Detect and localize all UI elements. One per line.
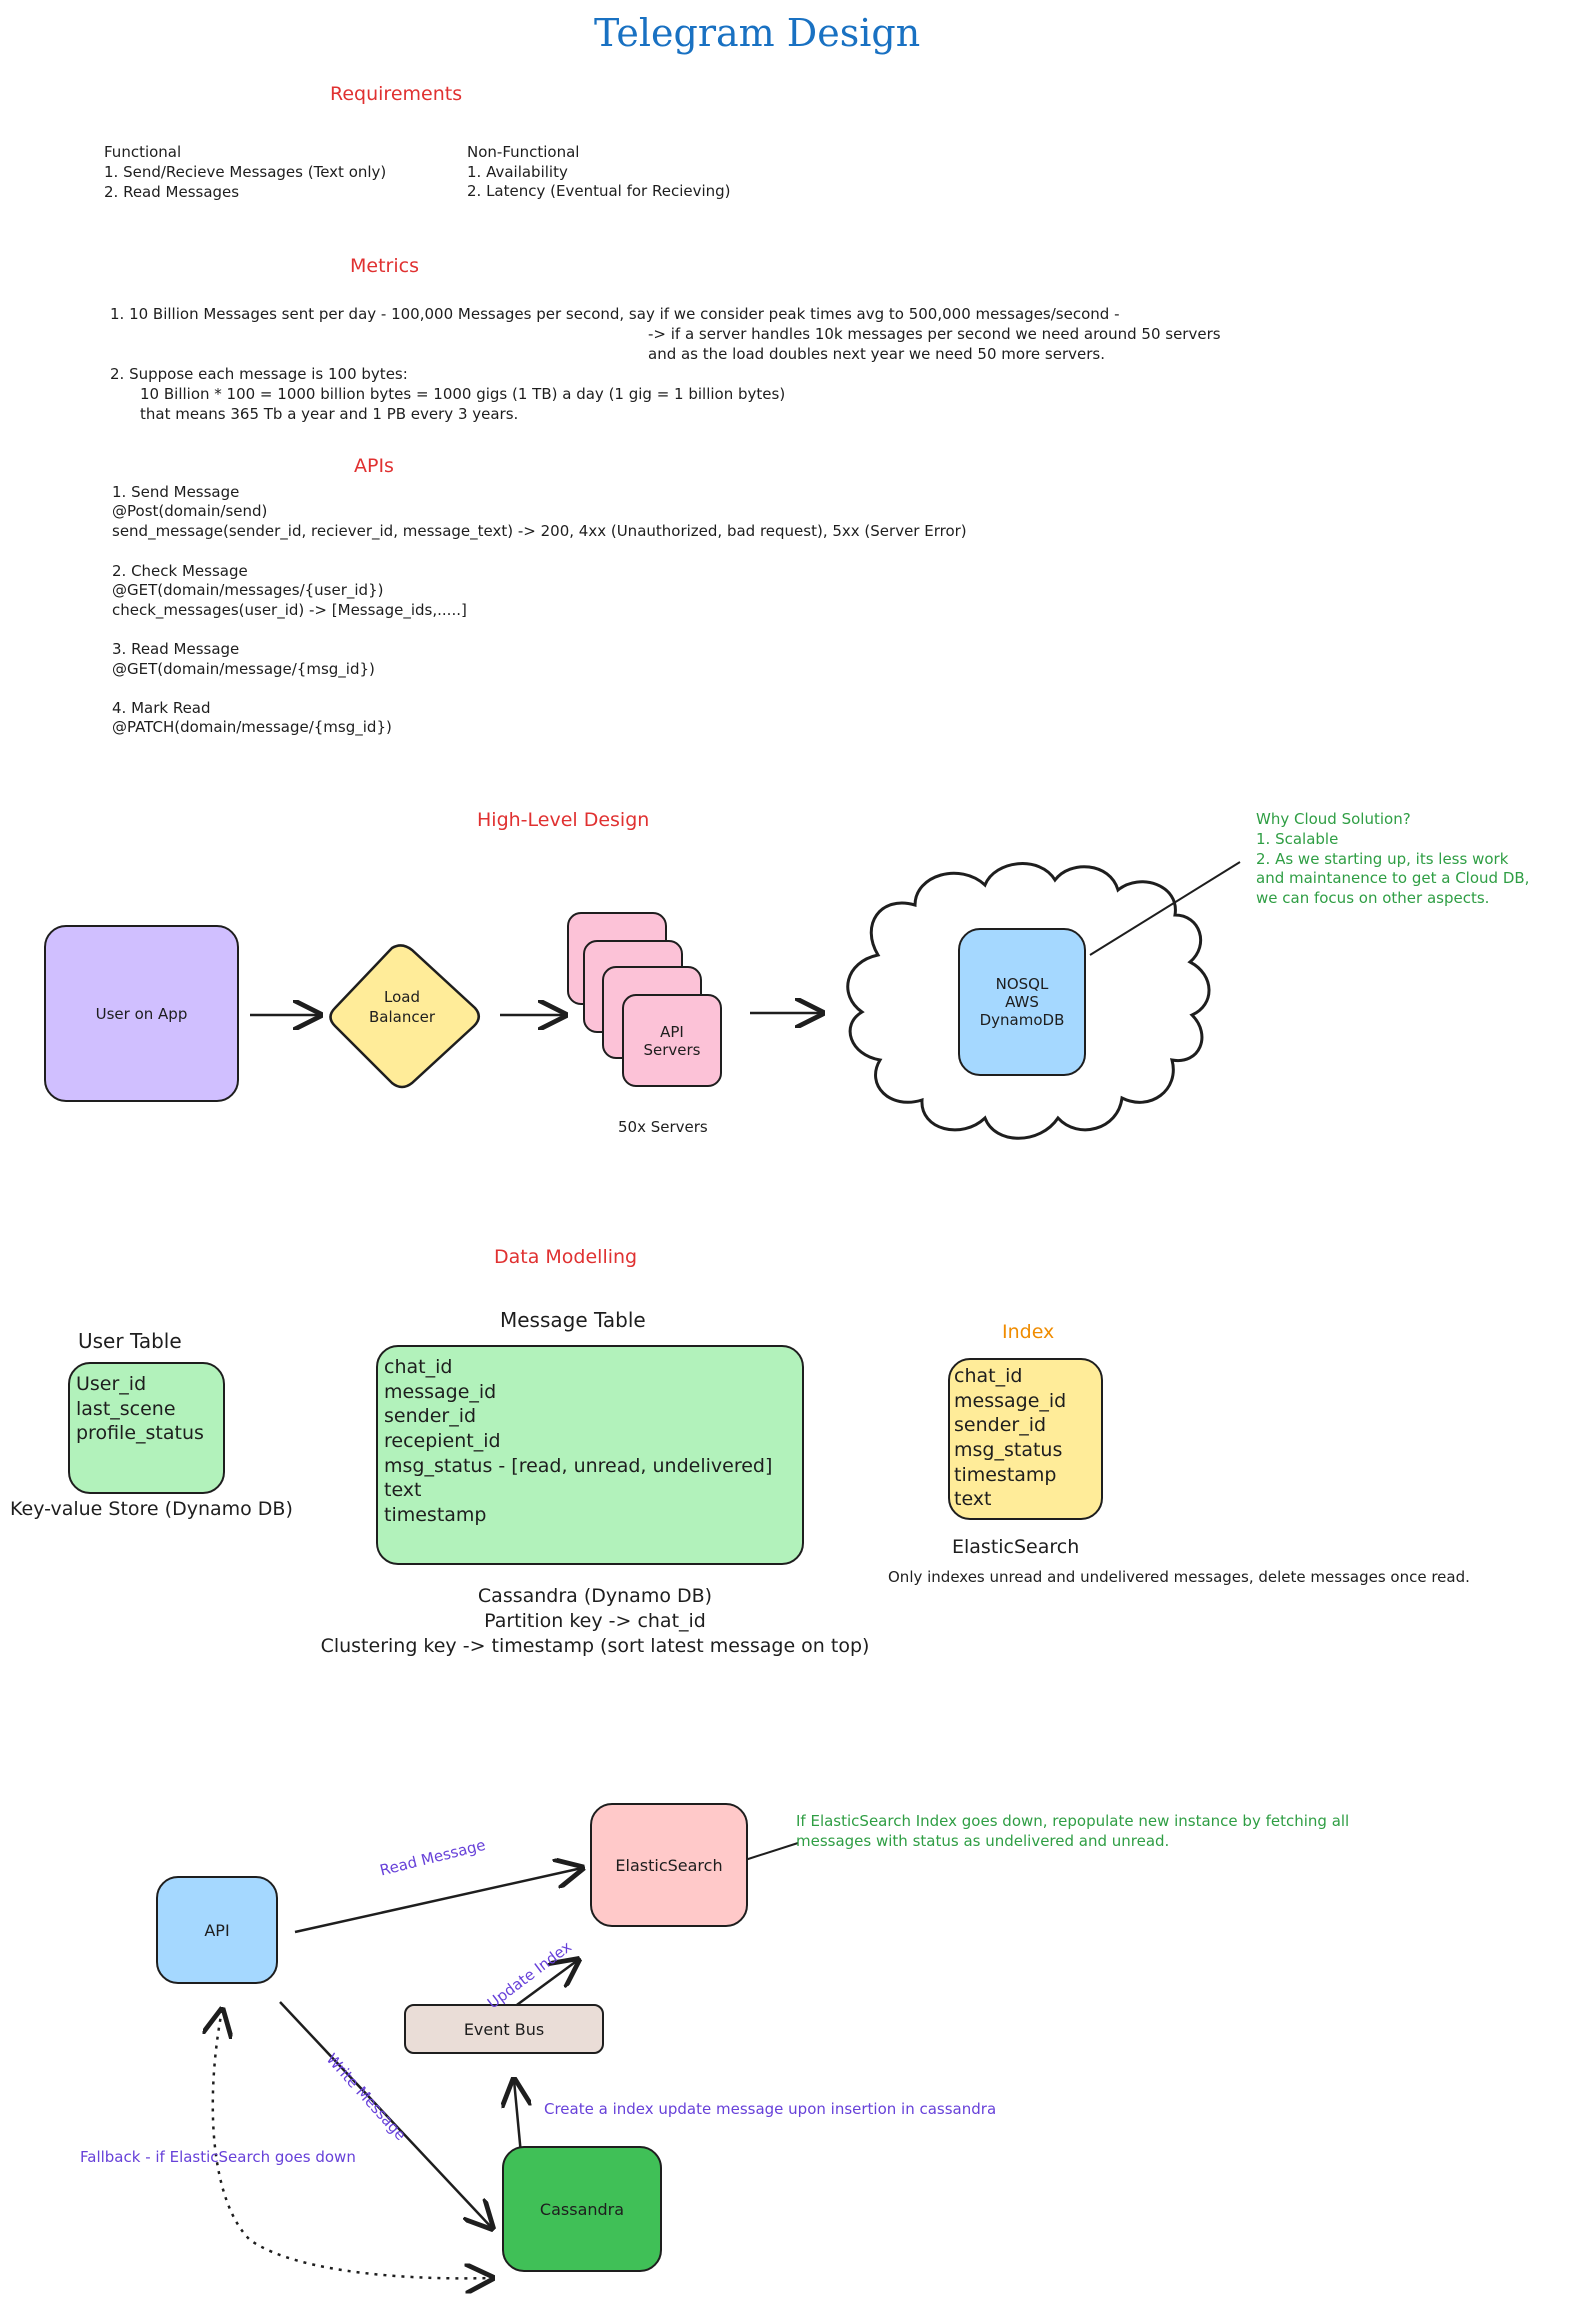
event-bus-node: Event Bus <box>404 2004 604 2054</box>
api-line-10: @PATCH(domain/message/{msg_id}) <box>112 718 392 736</box>
data-modelling-heading: Data Modelling <box>494 1246 638 1268</box>
user-table-caption: Key-value Store (Dynamo DB) <box>10 1498 293 1520</box>
metrics-line-3: and as the load doubles next year we nee… <box>648 345 1105 363</box>
index-box: chat_id message_id sender_id msg_status … <box>948 1358 1103 1520</box>
user-table-box: User_id last_scene profile_status <box>68 1362 225 1494</box>
functional-item-2: 2. Read Messages <box>104 183 240 201</box>
high-level-heading: High-Level Design <box>477 809 650 831</box>
message-table-caption: Cassandra (Dynamo DB) Partition key -> c… <box>320 1585 870 1658</box>
dynamodb-box: NOSQL AWS DynamoDB <box>958 928 1086 1076</box>
metrics-line-1: 1. 10 Billion Messages sent per day - 10… <box>110 305 1120 323</box>
index-title: Index <box>1002 1321 1055 1343</box>
cassandra-node: Cassandra <box>502 2146 662 2272</box>
functional-label: Functional <box>104 143 182 161</box>
api-servers-box: API Servers <box>622 994 722 1087</box>
cassandra-node-label: Cassandra <box>539 2199 625 2219</box>
elasticsearch-node: ElasticSearch <box>590 1803 748 1927</box>
api-line-7: 3. Read Message <box>112 640 240 658</box>
metrics-line-4: 2. Suppose each message is 100 bytes: <box>110 365 408 383</box>
create-index-label: Create a index update message upon inser… <box>544 2100 997 2118</box>
functional-item-1: 1. Send/Recieve Messages (Text only) <box>104 163 387 181</box>
note-pointer-line <box>1089 861 1241 956</box>
api-servers-label: API Servers <box>643 1022 701 1059</box>
api-line-8: @GET(domain/message/{msg_id}) <box>112 660 375 678</box>
event-bus-label: Event Bus <box>463 2019 545 2039</box>
api-line-5: @GET(domain/messages/{user_id}) <box>112 581 384 599</box>
es-note: If ElasticSearch Index goes down, repopu… <box>796 1812 1350 1850</box>
arrow-api-to-es <box>294 1868 582 1934</box>
user-table-fields: User_id last_scene profile_status <box>76 1373 204 1445</box>
api-line-2: @Post(domain/send) <box>112 502 268 520</box>
requirements-heading: Requirements <box>330 83 463 105</box>
load-balancer-label: Load Balancer <box>369 988 435 1026</box>
apis-heading: APIs <box>354 455 394 477</box>
api-node: API <box>156 1876 278 1984</box>
api-line-4: 2. Check Message <box>112 562 248 580</box>
metrics-line-5: 10 Billion * 100 = 1000 billion bytes = … <box>140 385 786 403</box>
dynamodb-label: NOSQL AWS DynamoDB <box>979 975 1065 1029</box>
metrics-heading: Metrics <box>350 255 419 277</box>
index-caption: ElasticSearch <box>952 1536 1080 1558</box>
message-table-title: Message Table <box>500 1308 646 1332</box>
user-on-app-box: User on App <box>44 925 239 1102</box>
elasticsearch-node-label: ElasticSearch <box>615 1855 723 1875</box>
cloud-note: Why Cloud Solution? 1. Scalable 2. As we… <box>1256 810 1530 908</box>
api-line-6: check_messages(user_id) -> [Message_ids,… <box>112 601 467 619</box>
index-fields: chat_id message_id sender_id msg_status … <box>954 1365 1067 1511</box>
api-line-3: send_message(sender_id, reciever_id, mes… <box>112 522 967 540</box>
api-line-1: 1. Send Message <box>112 483 240 501</box>
non-functional-label: Non-Functional <box>467 143 580 161</box>
user-table-title: User Table <box>78 1329 182 1353</box>
api-line-9: 4. Mark Read <box>112 699 211 717</box>
index-note: Only indexes unread and undelivered mess… <box>888 1568 1470 1586</box>
non-functional-item-2: 2. Latency (Eventual for Recieving) <box>467 182 731 200</box>
metrics-line-2: -> if a server handles 10k messages per … <box>648 325 1221 343</box>
es-note-pointer <box>744 1842 799 1861</box>
user-on-app-label: User on App <box>95 1004 188 1023</box>
message-table-fields: chat_id message_id sender_id recepient_i… <box>384 1356 773 1527</box>
page-title: Telegram Design <box>594 11 921 55</box>
non-functional-item-1: 1. Availability <box>467 163 568 181</box>
load-balancer-diamond <box>329 944 480 1089</box>
message-table-box: chat_id message_id sender_id recepient_i… <box>376 1345 804 1565</box>
metrics-line-6: that means 365 Tb a year and 1 PB every … <box>140 405 519 423</box>
api-node-label: API <box>204 1920 230 1940</box>
fallback-label: Fallback - if ElasticSearch goes down <box>80 2148 356 2166</box>
arrow-bus-to-es <box>509 1960 578 2012</box>
servers-caption: 50x Servers <box>618 1118 708 1136</box>
